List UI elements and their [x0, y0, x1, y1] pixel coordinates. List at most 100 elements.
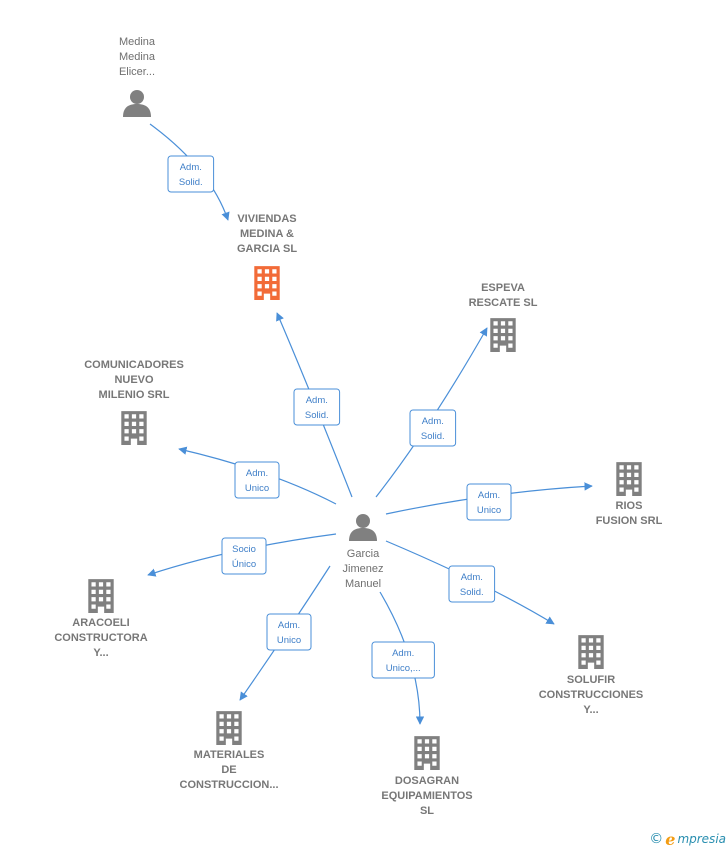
edge-label-box — [266, 613, 312, 651]
node-label: Jimenez — [343, 563, 384, 575]
edge-label-box — [234, 461, 280, 499]
edge-label-box — [371, 641, 435, 679]
node-label: ESPEVA — [481, 282, 525, 294]
node-materiales[interactable]: MATERIALES DE CONSTRUCCION... — [180, 711, 279, 791]
edge-label-box — [221, 537, 267, 575]
node-espeva[interactable]: ESPEVA RESCATE SL — [469, 282, 538, 352]
edge-label-text: Adm. — [246, 468, 268, 479]
building-icon — [490, 318, 516, 352]
node-label: Y... — [93, 647, 108, 659]
edge-label-text: Adm. — [278, 620, 300, 631]
node-label: EQUIPAMIENTOS — [381, 790, 472, 802]
edge-label-text: Solid. — [179, 177, 203, 188]
node-label: Medina — [119, 36, 156, 48]
edge-label-text: Solid. — [305, 410, 329, 421]
node-label: ARACOELI — [72, 617, 129, 629]
node-label: DE — [221, 764, 236, 776]
edge-garcia-viviendas: Adm. Solid. — [276, 312, 353, 498]
edges-layer: Adm.Solid.Adm.Solid.Adm.Solid.Adm.UnicoA… — [147, 123, 593, 725]
node-dosagran[interactable]: DOSAGRAN EQUIPAMIENTOS SL — [381, 736, 473, 817]
edge-label-text: Adm. — [392, 648, 414, 659]
node-label: RIOS — [616, 500, 643, 512]
node-label: MEDINA & — [240, 228, 294, 240]
edge-label-text: Adm. — [478, 490, 500, 501]
edge-label-text: Unico,... — [386, 663, 421, 674]
node-medina[interactable]: MedinaMedinaElicer... — [119, 36, 156, 117]
brand-logo: © e mpresia — [649, 829, 726, 849]
building-icon — [121, 411, 147, 445]
edge-label-text: Adm. — [306, 395, 328, 406]
edge-garcia-espeva: Adm. Solid. — [375, 327, 488, 498]
node-rios[interactable]: RIOS FUSION SRL — [596, 462, 663, 527]
node-solufir[interactable]: SOLUFIR CONSTRUCCIONES Y... — [539, 635, 644, 716]
node-label: CONSTRUCCIONES — [539, 689, 644, 701]
edge-garcia-dosagran: Adm. Unico,... — [371, 591, 435, 725]
node-label: Elicer... — [119, 66, 155, 78]
building-icon — [88, 579, 114, 613]
edge-label-text: Único — [232, 559, 256, 570]
node-label: COMUNICADORES — [84, 359, 184, 371]
node-label: RESCATE SL — [469, 297, 538, 309]
node-label: MILENIO SRL — [99, 389, 170, 401]
node-comunicadores[interactable]: COMUNICADORES NUEVO MILENIO SRL — [84, 359, 184, 445]
edge-garcia-comunicadores: Adm. Unico — [178, 446, 337, 505]
edge-label-text: Socio — [232, 544, 256, 555]
node-label: Medina — [119, 51, 156, 63]
node-label: NUEVO — [114, 374, 154, 386]
edge-label[interactable]: Adm. Unico — [466, 483, 512, 521]
edge-label[interactable]: Adm. Solid. — [448, 565, 496, 603]
edge-label-text: Adm. — [422, 416, 444, 427]
edge-label-box — [448, 565, 496, 603]
edge-label[interactable]: Adm. Solid. — [409, 409, 457, 447]
edge-label[interactable]: Adm. Unico — [266, 613, 312, 651]
edge-label-text: Unico — [477, 505, 501, 516]
building-icon — [216, 711, 242, 745]
node-label: GARCIA SL — [237, 243, 297, 255]
building-icon — [578, 635, 604, 669]
edge-label-text: Unico — [245, 483, 269, 494]
copyright-symbol: © — [649, 831, 664, 847]
building-icon — [616, 462, 642, 496]
edge-label-text: Solid. — [460, 587, 484, 598]
node-label: SOLUFIR — [567, 674, 615, 686]
person-icon — [349, 514, 377, 541]
edge-garcia-solufir: Adm. Solid. — [385, 540, 555, 625]
node-label: VIVIENDAS — [237, 213, 296, 225]
edge-medina-viviendas: Adm. Solid. — [149, 123, 230, 221]
node-label: Manuel — [345, 578, 381, 590]
node-label: DOSAGRAN — [395, 775, 459, 787]
edge-label-text: Adm. — [461, 572, 483, 583]
node-label: CONSTRUCCION... — [180, 779, 279, 791]
edge-label-text: Solid. — [421, 431, 445, 442]
edge-label[interactable]: Adm. Solid. — [293, 388, 341, 426]
edge-label-box — [466, 483, 512, 521]
edge-label-box — [167, 155, 215, 193]
building-icon — [254, 266, 280, 300]
node-label: CONSTRUCTORA — [54, 632, 147, 644]
building-icon — [414, 736, 440, 770]
edge-label[interactable]: Adm. Unico,... — [371, 641, 435, 679]
brand-initial: e — [665, 829, 676, 849]
edge-garcia-rios: Adm. Unico — [385, 482, 593, 521]
node-label: Garcia — [347, 548, 380, 560]
edge-label[interactable]: Adm. Unico — [234, 461, 280, 499]
edge-label[interactable]: Adm. Solid. — [167, 155, 215, 193]
edge-label-box — [409, 409, 457, 447]
brand-name: mpresia — [677, 832, 726, 846]
edge-label-text: Unico — [277, 635, 301, 646]
node-label: FUSION SRL — [596, 515, 663, 527]
node-aracoeli[interactable]: ARACOELI CONSTRUCTORA Y... — [54, 579, 148, 659]
edge-label-box — [293, 388, 341, 426]
node-label: MATERIALES — [194, 749, 265, 761]
edge-label-text: Adm. — [180, 162, 202, 173]
node-label: SL — [420, 805, 434, 817]
node-viviendas[interactable]: VIVIENDAS MEDINA & GARCIA SL — [237, 213, 297, 300]
edge-garcia-materiales: Adm. Unico — [239, 565, 331, 701]
person-icon — [123, 90, 151, 117]
node-label: Y... — [583, 704, 598, 716]
